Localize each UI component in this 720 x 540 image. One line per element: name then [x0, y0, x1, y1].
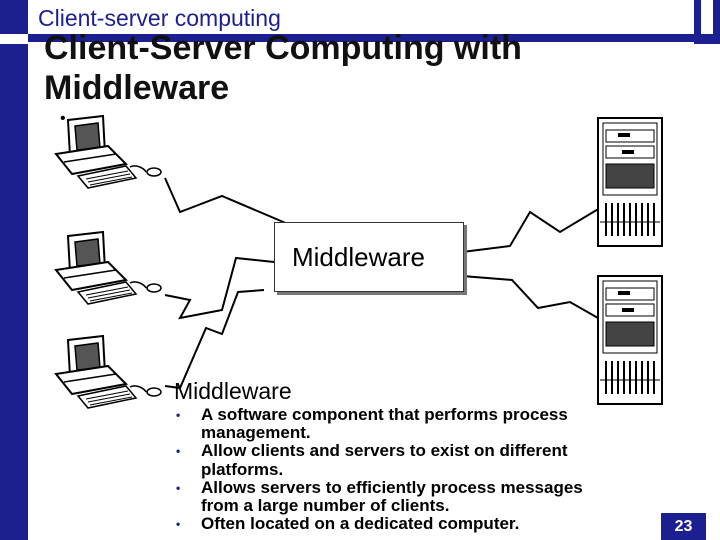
link-client-3-icon [164, 289, 265, 390]
page-number: 23 [661, 513, 706, 540]
bullet-text: Often located on a dedicated computer. [201, 514, 520, 534]
bullet-list: • A software component that performs pro… [176, 405, 616, 533]
bullet-icon: • [176, 517, 181, 532]
link-client-2-icon [164, 256, 275, 320]
middleware-box [274, 222, 464, 292]
list-item: • Allows servers to efficiently process … [176, 477, 616, 516]
section-header: Client-server computing [38, 5, 281, 31]
title-divider [28, 34, 720, 42]
bullet-icon: • [176, 480, 181, 495]
page-title: Client-Server Computing with Middleware [44, 29, 522, 107]
bullet-icon: • [176, 408, 181, 422]
link-client-1-icon [164, 177, 289, 225]
middleware-box-label: Middleware [292, 242, 425, 272]
list-item: • Allow clients and servers to exist on … [176, 441, 616, 479]
bullet-text: Allows servers to efficiently process me… [201, 477, 583, 516]
bullet-text: A software component that performs proce… [201, 405, 568, 443]
client-computer-3-icon [55, 335, 162, 409]
left-bar-notch [0, 34, 28, 44]
server-tower-2-icon [597, 275, 663, 405]
bullet-icon: • [176, 444, 181, 459]
server-tower-1-icon [597, 117, 663, 247]
link-server-1-icon [461, 207, 601, 253]
left-accent-bar [0, 0, 28, 540]
client-computer-2-icon [55, 231, 162, 305]
list-item: • Often located on a dedicated computer. [176, 515, 616, 533]
bullet-text: Allow clients and servers to exist on di… [201, 441, 568, 479]
client-computer-1-icon [55, 115, 162, 189]
right-tab-inner [701, 0, 713, 34]
list-item: • A software component that performs pro… [176, 405, 616, 443]
middleware-heading: Middleware [174, 378, 292, 404]
title-bullet-icon: • [60, 110, 66, 127]
link-server-2-icon [461, 275, 599, 319]
